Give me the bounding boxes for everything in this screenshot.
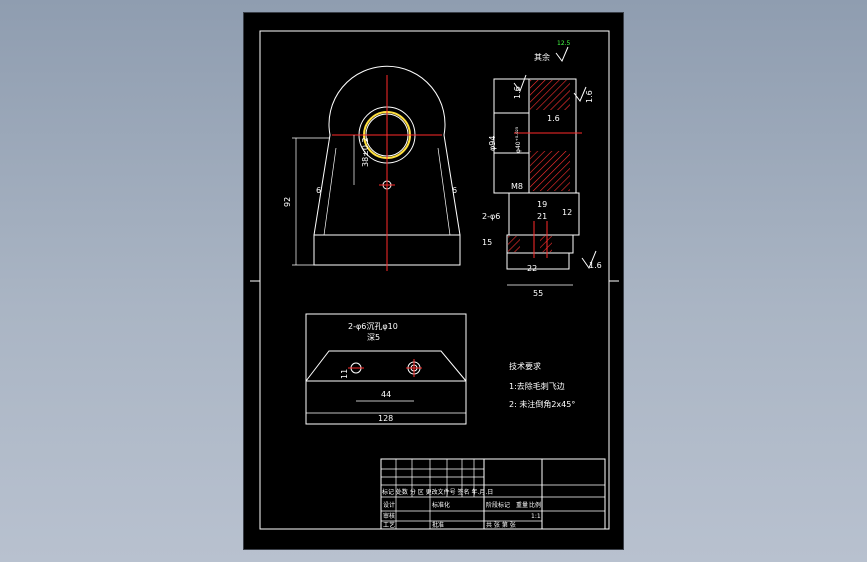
title-block: 标记 处数 分 区 更改文件号 签名 年.月.日 设计 标准化 审核 工艺 批准… bbox=[380, 458, 606, 530]
drawing-sheet: 其余 12.5 92 38±0.2 6 6 bbox=[244, 13, 623, 549]
svg-text:φ94: φ94 bbox=[488, 136, 497, 151]
technical-notes: 技术要求 1:去除毛刺飞边 2: 未注倒角2x45° bbox=[509, 361, 575, 409]
svg-text:审核: 审核 bbox=[383, 512, 395, 520]
cad-drawing: 其余 12.5 92 38±0.2 6 6 bbox=[250, 30, 619, 530]
roughness-all-symbol bbox=[555, 46, 569, 62]
front-view: 92 38±0.2 6 6 bbox=[283, 65, 461, 271]
side-view: 1.6 1.6 1.6 1.6 φ94 φ40⁺⁰·⁰²⁵ M8 19 21 1… bbox=[482, 74, 602, 298]
svg-text:标记 处数 分 区 更改文件号 签名 年.月.日: 标记 处数 分 区 更改文件号 签名 年.月.日 bbox=[382, 488, 493, 496]
svg-text:1.6: 1.6 bbox=[547, 114, 560, 123]
svg-text:15: 15 bbox=[482, 238, 492, 247]
svg-text:共 张 第 张: 共 张 第 张 bbox=[486, 521, 516, 529]
svg-text:128: 128 bbox=[378, 414, 393, 423]
svg-text:工艺: 工艺 bbox=[383, 521, 395, 529]
svg-text:φ40⁺⁰·⁰²⁵: φ40⁺⁰·⁰²⁵ bbox=[515, 126, 522, 153]
svg-text:6: 6 bbox=[316, 186, 321, 195]
svg-text:比例: 比例 bbox=[529, 501, 541, 509]
svg-text:1.6: 1.6 bbox=[589, 261, 602, 270]
svg-text:21: 21 bbox=[537, 212, 547, 221]
svg-text:11: 11 bbox=[340, 369, 349, 379]
svg-text:技术要求: 技术要求 bbox=[509, 361, 541, 371]
svg-text:M8: M8 bbox=[511, 182, 523, 191]
svg-text:设计: 设计 bbox=[383, 501, 395, 509]
svg-text:19: 19 bbox=[537, 200, 547, 209]
svg-text:1:去除毛刺飞边: 1:去除毛刺飞边 bbox=[509, 381, 565, 391]
svg-text:1.6: 1.6 bbox=[513, 86, 522, 99]
svg-text:1:1: 1:1 bbox=[531, 513, 541, 520]
svg-text:22: 22 bbox=[527, 264, 537, 273]
svg-text:1.6: 1.6 bbox=[585, 90, 594, 103]
svg-text:12: 12 bbox=[562, 208, 572, 217]
roughness-all-value: 12.5 bbox=[557, 40, 571, 47]
svg-text:44: 44 bbox=[381, 390, 391, 399]
svg-text:92: 92 bbox=[283, 197, 292, 207]
svg-text:55: 55 bbox=[533, 289, 543, 298]
svg-text:2-φ6: 2-φ6 bbox=[482, 212, 500, 221]
svg-text:标准化: 标准化 bbox=[432, 501, 450, 509]
svg-text:2-φ6沉孔φ10: 2-φ6沉孔φ10 bbox=[348, 322, 398, 331]
svg-text:阶段标记: 阶段标记 bbox=[486, 501, 510, 509]
svg-text:6: 6 bbox=[452, 186, 457, 195]
svg-text:深5: 深5 bbox=[367, 333, 380, 342]
svg-text:2: 未注倒角2x45°: 2: 未注倒角2x45° bbox=[509, 399, 575, 409]
svg-text:批准: 批准 bbox=[432, 521, 444, 529]
svg-text:重量: 重量 bbox=[516, 501, 528, 509]
svg-text:38±0.2: 38±0.2 bbox=[361, 137, 370, 167]
roughness-all-label: 其余 bbox=[534, 52, 550, 62]
top-view: 2-φ6沉孔φ10 深5 11 44 128 bbox=[305, 313, 467, 425]
